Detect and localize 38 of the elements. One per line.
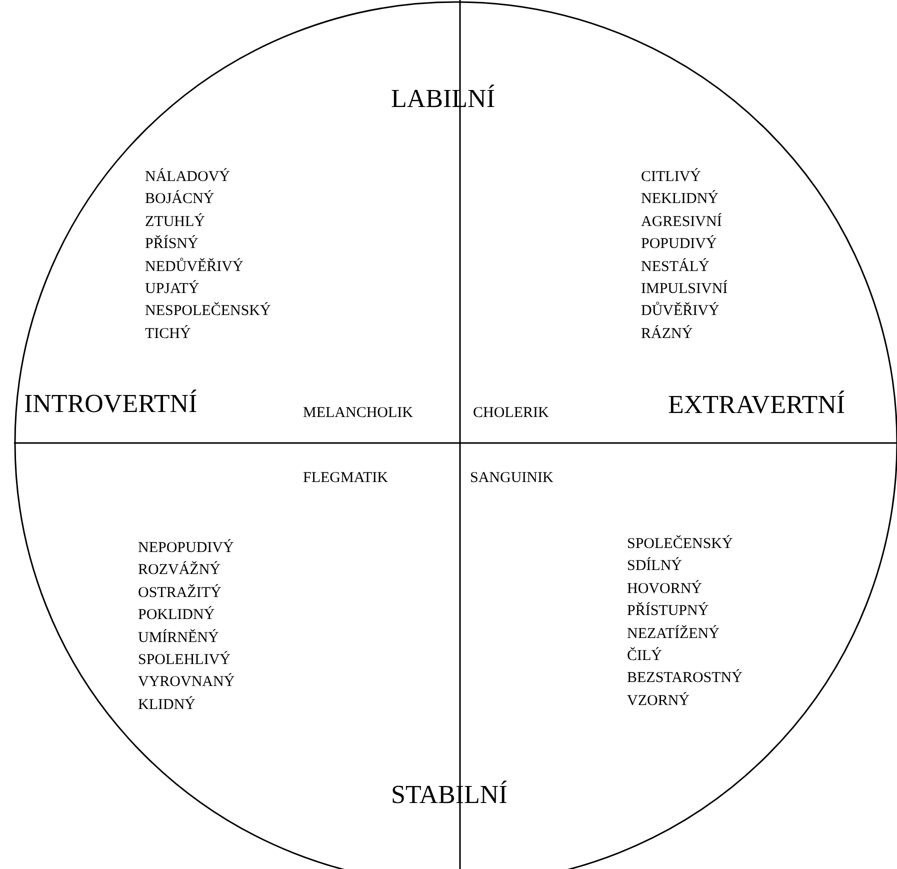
trait-word: POPUDIVÝ [641, 237, 717, 252]
trait-word: IMPULSIVNÍ [641, 282, 728, 297]
temperament-label: SANGUINIK [470, 471, 554, 486]
trait-word: UMÍRNĚNÝ [138, 630, 219, 646]
trait-word: ROZVÁŽNÝ [138, 563, 220, 578]
trait-word: SPOLEHLIVÝ [138, 653, 230, 668]
trait-word: SDÍLNÝ [627, 559, 682, 574]
axis-label: INTROVERTNÍ [24, 391, 198, 417]
temperament-label: CHOLERIK [473, 406, 549, 421]
trait-word: PŘÍSNÝ [145, 237, 198, 252]
trait-word: NEZATÍŽENÝ [627, 626, 720, 642]
trait-word: POKLIDNÝ [138, 608, 215, 624]
trait-word: BEZSTAROSTNÝ [627, 671, 742, 686]
trait-word: VZORNÝ [627, 694, 690, 709]
trait-word: DŮVĚŘIVÝ [641, 304, 720, 320]
trait-word: NEKLIDNÝ [641, 192, 718, 208]
trait-word: OSTRAŽITÝ [138, 586, 222, 601]
trait-word: NEDŮVĚŘIVÝ [145, 260, 244, 275]
axis-label: EXTRAVERTNÍ [668, 392, 846, 418]
trait-word: CITLIVÝ [641, 170, 701, 185]
temperament-label: MELANCHOLIK [303, 406, 413, 421]
trait-word: TICHÝ [145, 326, 191, 342]
trait-word: ZTUHLÝ [145, 214, 205, 230]
trait-word: PŘÍSTUPNÝ [627, 604, 709, 620]
trait-word: SPOLEČENSKÝ [627, 537, 733, 552]
temperament-label: FLEGMATIK [303, 471, 388, 486]
trait-word: NÁLADOVÝ [145, 170, 230, 185]
trait-word: RÁZNÝ [641, 326, 693, 342]
trait-word: ČILÝ [627, 649, 662, 664]
trait-word: NEPOPUDIVÝ [138, 541, 234, 556]
trait-word: UPJATÝ [145, 282, 200, 297]
trait-word: BOJÁCNÝ [145, 192, 214, 208]
trait-word: VYROVNANÝ [138, 675, 235, 690]
trait-word: AGRESIVNÍ [641, 214, 722, 230]
trait-word: NESTÁLÝ [641, 260, 710, 275]
trait-word: KLIDNÝ [138, 698, 196, 713]
trait-word: HOVORNÝ [627, 582, 702, 597]
trait-word: NESPOLEČENSKÝ [145, 304, 271, 320]
